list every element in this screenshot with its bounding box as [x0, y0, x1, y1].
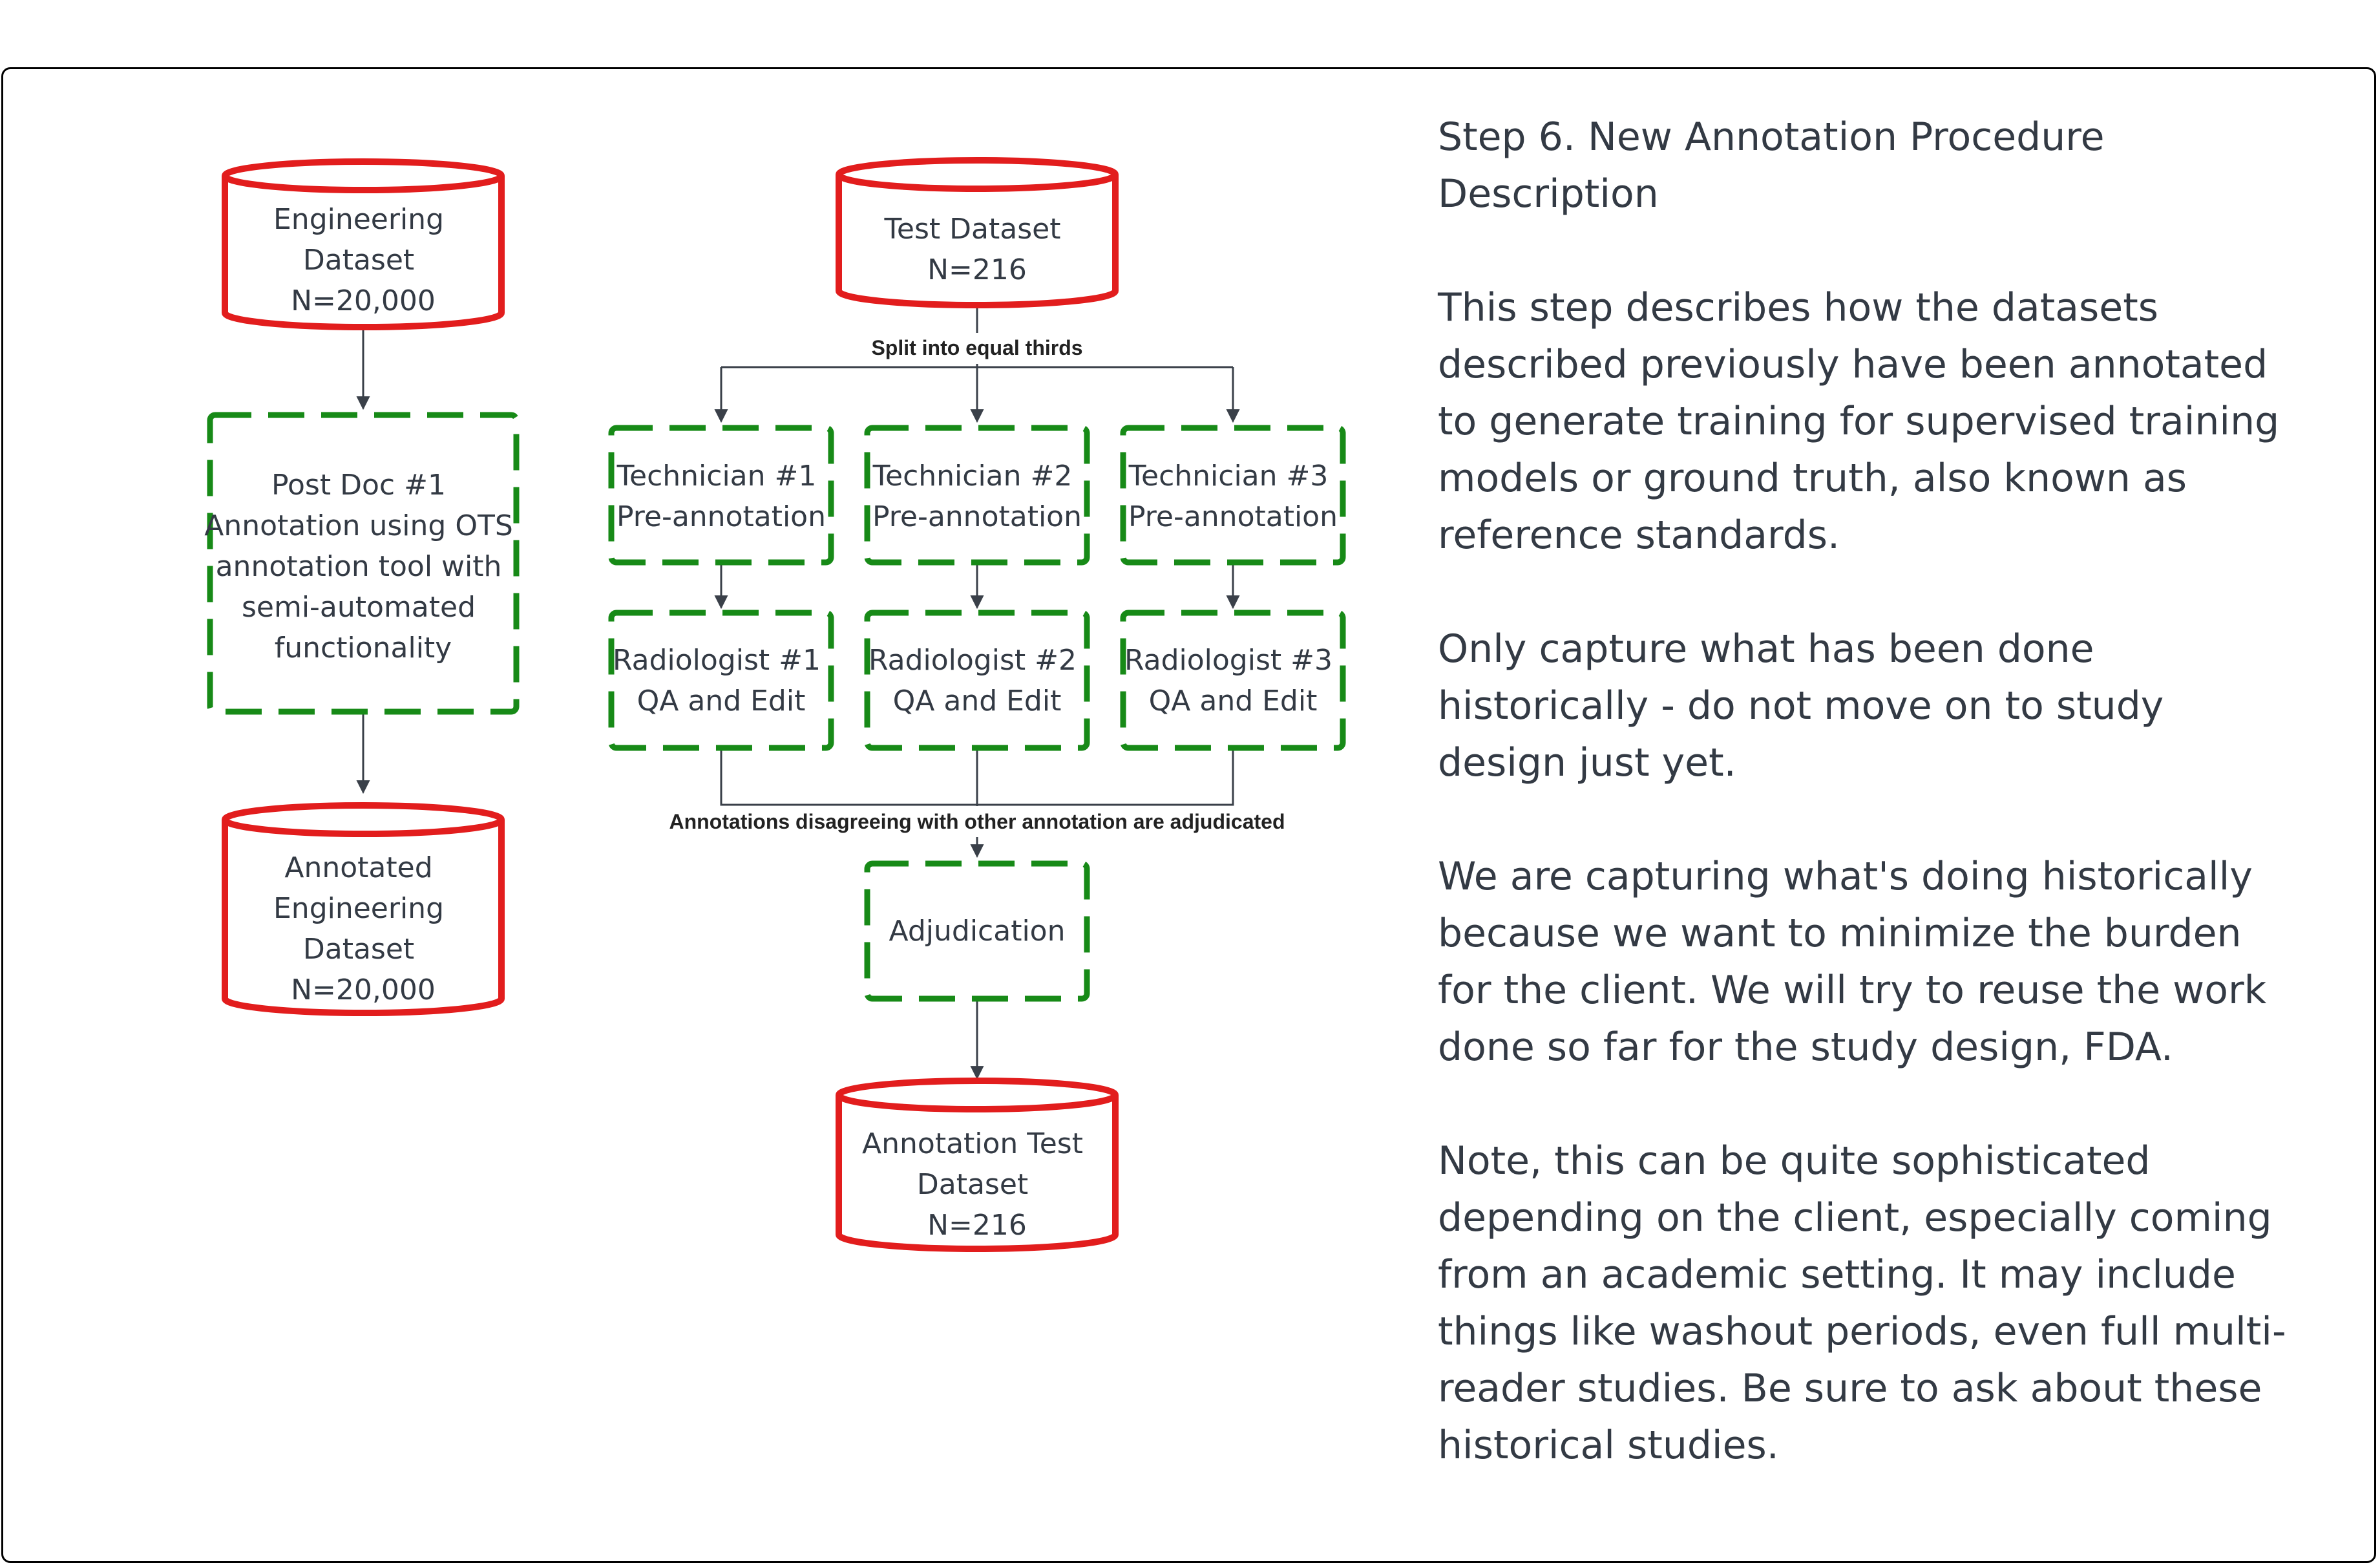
annotation-test-dataset — [836, 1078, 1119, 1252]
test-dataset — [836, 157, 1119, 308]
dataset-nodes — [222, 157, 1119, 1252]
edge-rad3-to-merge — [977, 748, 1234, 806]
process-nodes — [207, 412, 1346, 1002]
edge-rad1-to-merge — [720, 748, 977, 806]
notes-title-line2: Description — [1438, 171, 1659, 217]
technician-1-box — [608, 425, 834, 566]
notes-title-line1: Step 6. New Annotation Procedure — [1438, 114, 2105, 160]
annotation-test-dataset-label: Annotation Test Dataset N=216 — [862, 1127, 1092, 1242]
technician-2-label: Technician #2 Pre-annotation — [872, 460, 1082, 533]
radiologist-3-label: Radiologist #3 QA and Edit — [1124, 644, 1342, 718]
technician-2-box — [864, 425, 1090, 566]
adjudication-label: Adjudication — [889, 915, 1066, 948]
radiologist-2-label: Radiologist #2 QA and Edit — [869, 644, 1086, 718]
notes-paragraph-3: We are capturing what's doing historical… — [1438, 854, 2267, 1070]
postdoc-box — [207, 412, 520, 715]
technician-1-label: Technician #1 Pre-annotation — [616, 460, 826, 533]
notes-paragraph-4: Note, this can be quite sophisticated de… — [1438, 1138, 2286, 1468]
radiologist-1-box — [608, 610, 834, 751]
radiologist-2-box — [864, 610, 1090, 751]
annotated-engineering-label: Annotated Engineering Dataset N=20,000 — [273, 851, 453, 1006]
notes-paragraph-1: This step describes how the datasets des… — [1438, 285, 2280, 558]
radiologist-1-label: Radiologist #1 QA and Edit — [613, 644, 830, 718]
adjudicate-label: Annotations disagreeing with other annot… — [669, 810, 1285, 833]
engineering-dataset-label: Engineering Dataset N=20,000 — [273, 203, 453, 317]
technician-3-box — [1120, 425, 1346, 566]
engineering-dataset — [222, 158, 505, 330]
split-label: Split into equal thirds — [871, 336, 1082, 359]
adjudication-box — [864, 860, 1090, 1002]
radiologist-3-box — [1120, 610, 1346, 751]
postdoc-label: Post Doc #1 Annotation using OTS annotat… — [204, 469, 522, 665]
notes-paragraph-2: Only capture what has been done historic… — [1438, 626, 2164, 785]
test-dataset-label: Test Dataset N=216 — [884, 213, 1070, 286]
technician-3-label: Technician #3 Pre-annotation — [1128, 460, 1338, 533]
edges — [356, 304, 1240, 1080]
annotated-engineering-dataset — [222, 802, 505, 1016]
